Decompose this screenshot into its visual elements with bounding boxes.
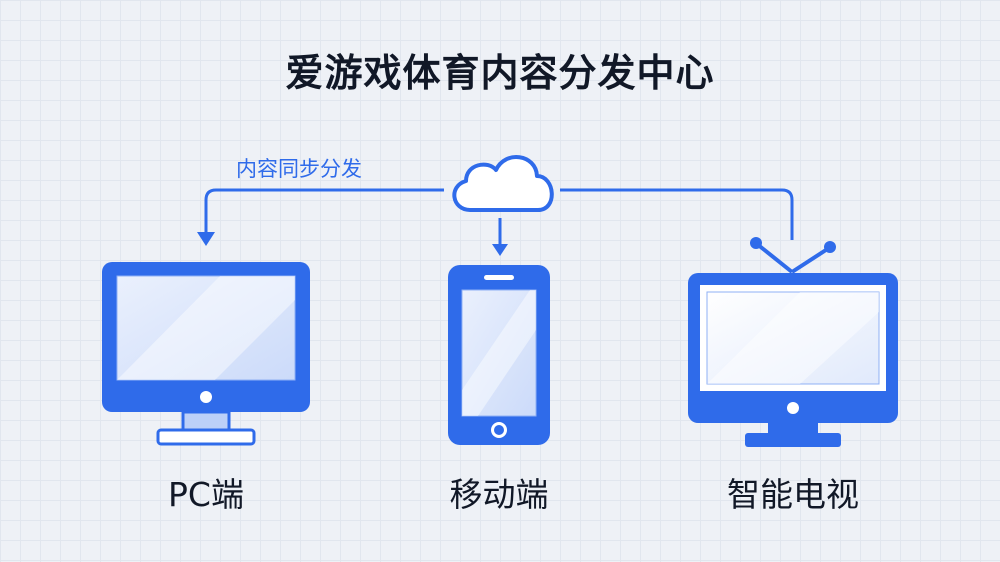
- television-icon: [688, 237, 898, 447]
- tv-label: 智能电视: [727, 475, 859, 514]
- pc-label: PC端: [168, 475, 244, 514]
- desktop-monitor-icon: [102, 262, 310, 446]
- connector-to-pc: [197, 188, 444, 246]
- smartphone-icon: [448, 265, 550, 445]
- connector-to-tv: [560, 188, 794, 240]
- page-title: 爱游戏体育内容分发中心: [285, 51, 715, 95]
- flow-label: 内容同步分发: [236, 157, 362, 181]
- connector-to-mobile: [492, 218, 508, 256]
- cloud-icon: [452, 155, 554, 212]
- mobile-label: 移动端: [449, 475, 549, 514]
